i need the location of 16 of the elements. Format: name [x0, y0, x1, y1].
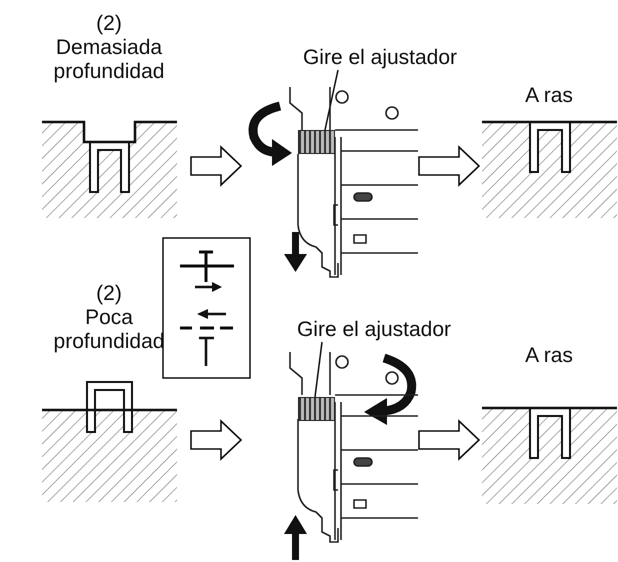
heading-text: Demasiada profundidad: [52, 36, 166, 84]
heading-text: Poca profundidad: [52, 306, 166, 354]
instruction-text: Gire el ajustador: [270, 46, 490, 70]
heading-text: (2): [95, 12, 123, 36]
block-arrow: [418, 419, 480, 461]
heading-text: A ras: [524, 84, 574, 108]
block-arrow: [190, 419, 242, 461]
leader-line: [314, 342, 323, 398]
heading-text: A ras: [524, 344, 574, 368]
heading-text: (2): [95, 282, 123, 306]
adjuster-wheel: [298, 397, 335, 421]
leader-line: [324, 70, 339, 130]
instruction-text: Gire el ajustador: [264, 318, 484, 342]
adjuster-wheel: [298, 130, 335, 154]
block-arrow: [418, 145, 480, 187]
block-arrow: [190, 145, 242, 187]
